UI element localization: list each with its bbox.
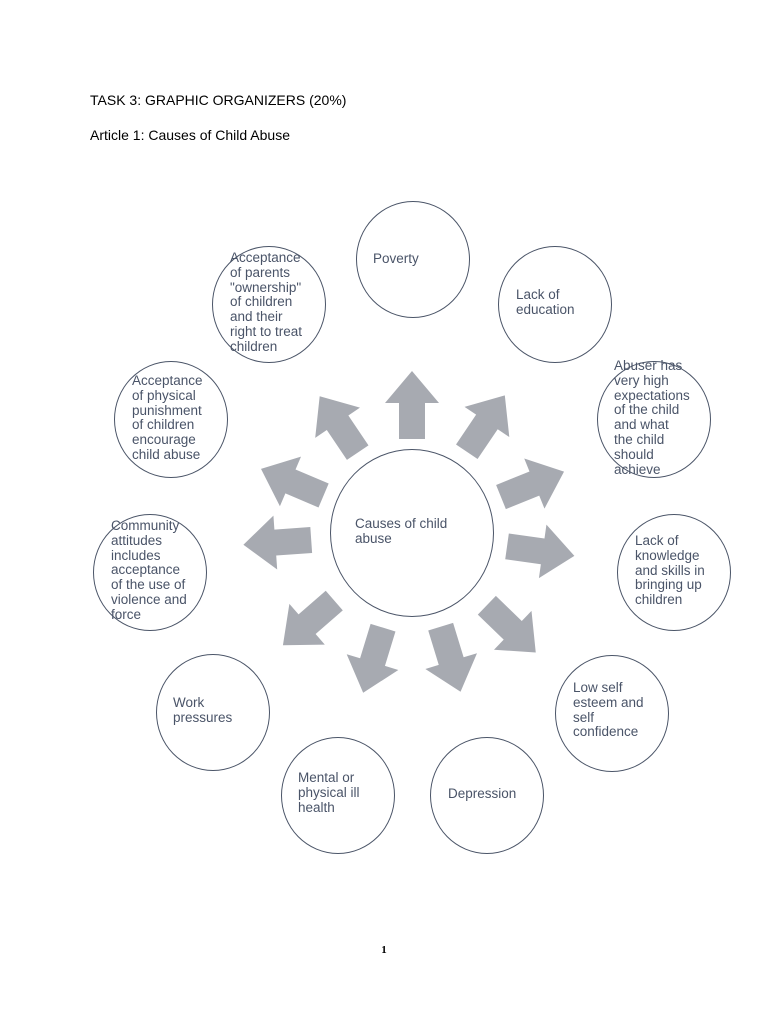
cause-label-low-self-esteem: Low self esteem and self confidence (573, 680, 644, 740)
cause-label-mental-health: Mental or physical ill health (298, 770, 360, 815)
cause-circle-low-self-esteem (555, 655, 669, 772)
cause-label-depression: Depression (448, 786, 517, 801)
cause-label-lack-of-knowledge: Lack of knowledge and skills in bringing… (635, 533, 705, 608)
arrow-to-mental-health (346, 623, 399, 693)
cause-label-high-expectations: Abuser has very high expectations of the… (614, 358, 690, 477)
cause-circle-work-pressures (156, 654, 270, 771)
cause-circle-mental-health (281, 737, 395, 854)
cause-label-parents-ownership: Acceptance of parents "ownership" of chi… (230, 250, 303, 354)
cause-circle-high-expectations (597, 361, 711, 478)
center-circle (330, 449, 494, 617)
cause-circle-poverty (356, 201, 470, 318)
page-number: 1 (381, 944, 387, 956)
cause-circle-lack-of-knowledge (617, 514, 731, 631)
cause-label-community-attitudes: Community attitudes includes acceptance … (111, 518, 187, 622)
cause-circle-community-attitudes (93, 514, 207, 631)
center-label: Causes of child abuse (355, 516, 448, 546)
arrow-to-parents-ownership (315, 396, 369, 460)
article-heading: Article 1: Causes of Child Abuse (90, 127, 290, 143)
cause-circle-physical-punishment (114, 361, 228, 478)
cause-label-physical-punishment: Acceptance of physical punishment of chi… (132, 373, 203, 462)
arrow-to-poverty (385, 371, 439, 439)
arrow-to-high-expectations (496, 458, 565, 510)
cause-circle-depression (430, 737, 544, 854)
cause-circle-lack-of-education (498, 246, 612, 363)
arrow-to-physical-punishment (261, 456, 329, 508)
cause-label-work-pressures: Work pressures (173, 695, 233, 725)
arrow-to-work-pressures (282, 590, 343, 646)
arrow-to-community-attitudes (243, 515, 313, 570)
arrow-to-low-self-esteem (477, 595, 536, 653)
arrow-to-lack-of-education (456, 395, 510, 460)
cause-label-lack-of-education: Lack of education (516, 287, 575, 317)
arrow-to-depression (425, 622, 478, 692)
cause-label-poverty: Poverty (373, 251, 419, 266)
arrow-to-lack-of-knowledge (505, 524, 575, 579)
task-heading: TASK 3: GRAPHIC ORGANIZERS (20%) (90, 92, 347, 108)
cause-circle-parents-ownership (212, 246, 326, 363)
